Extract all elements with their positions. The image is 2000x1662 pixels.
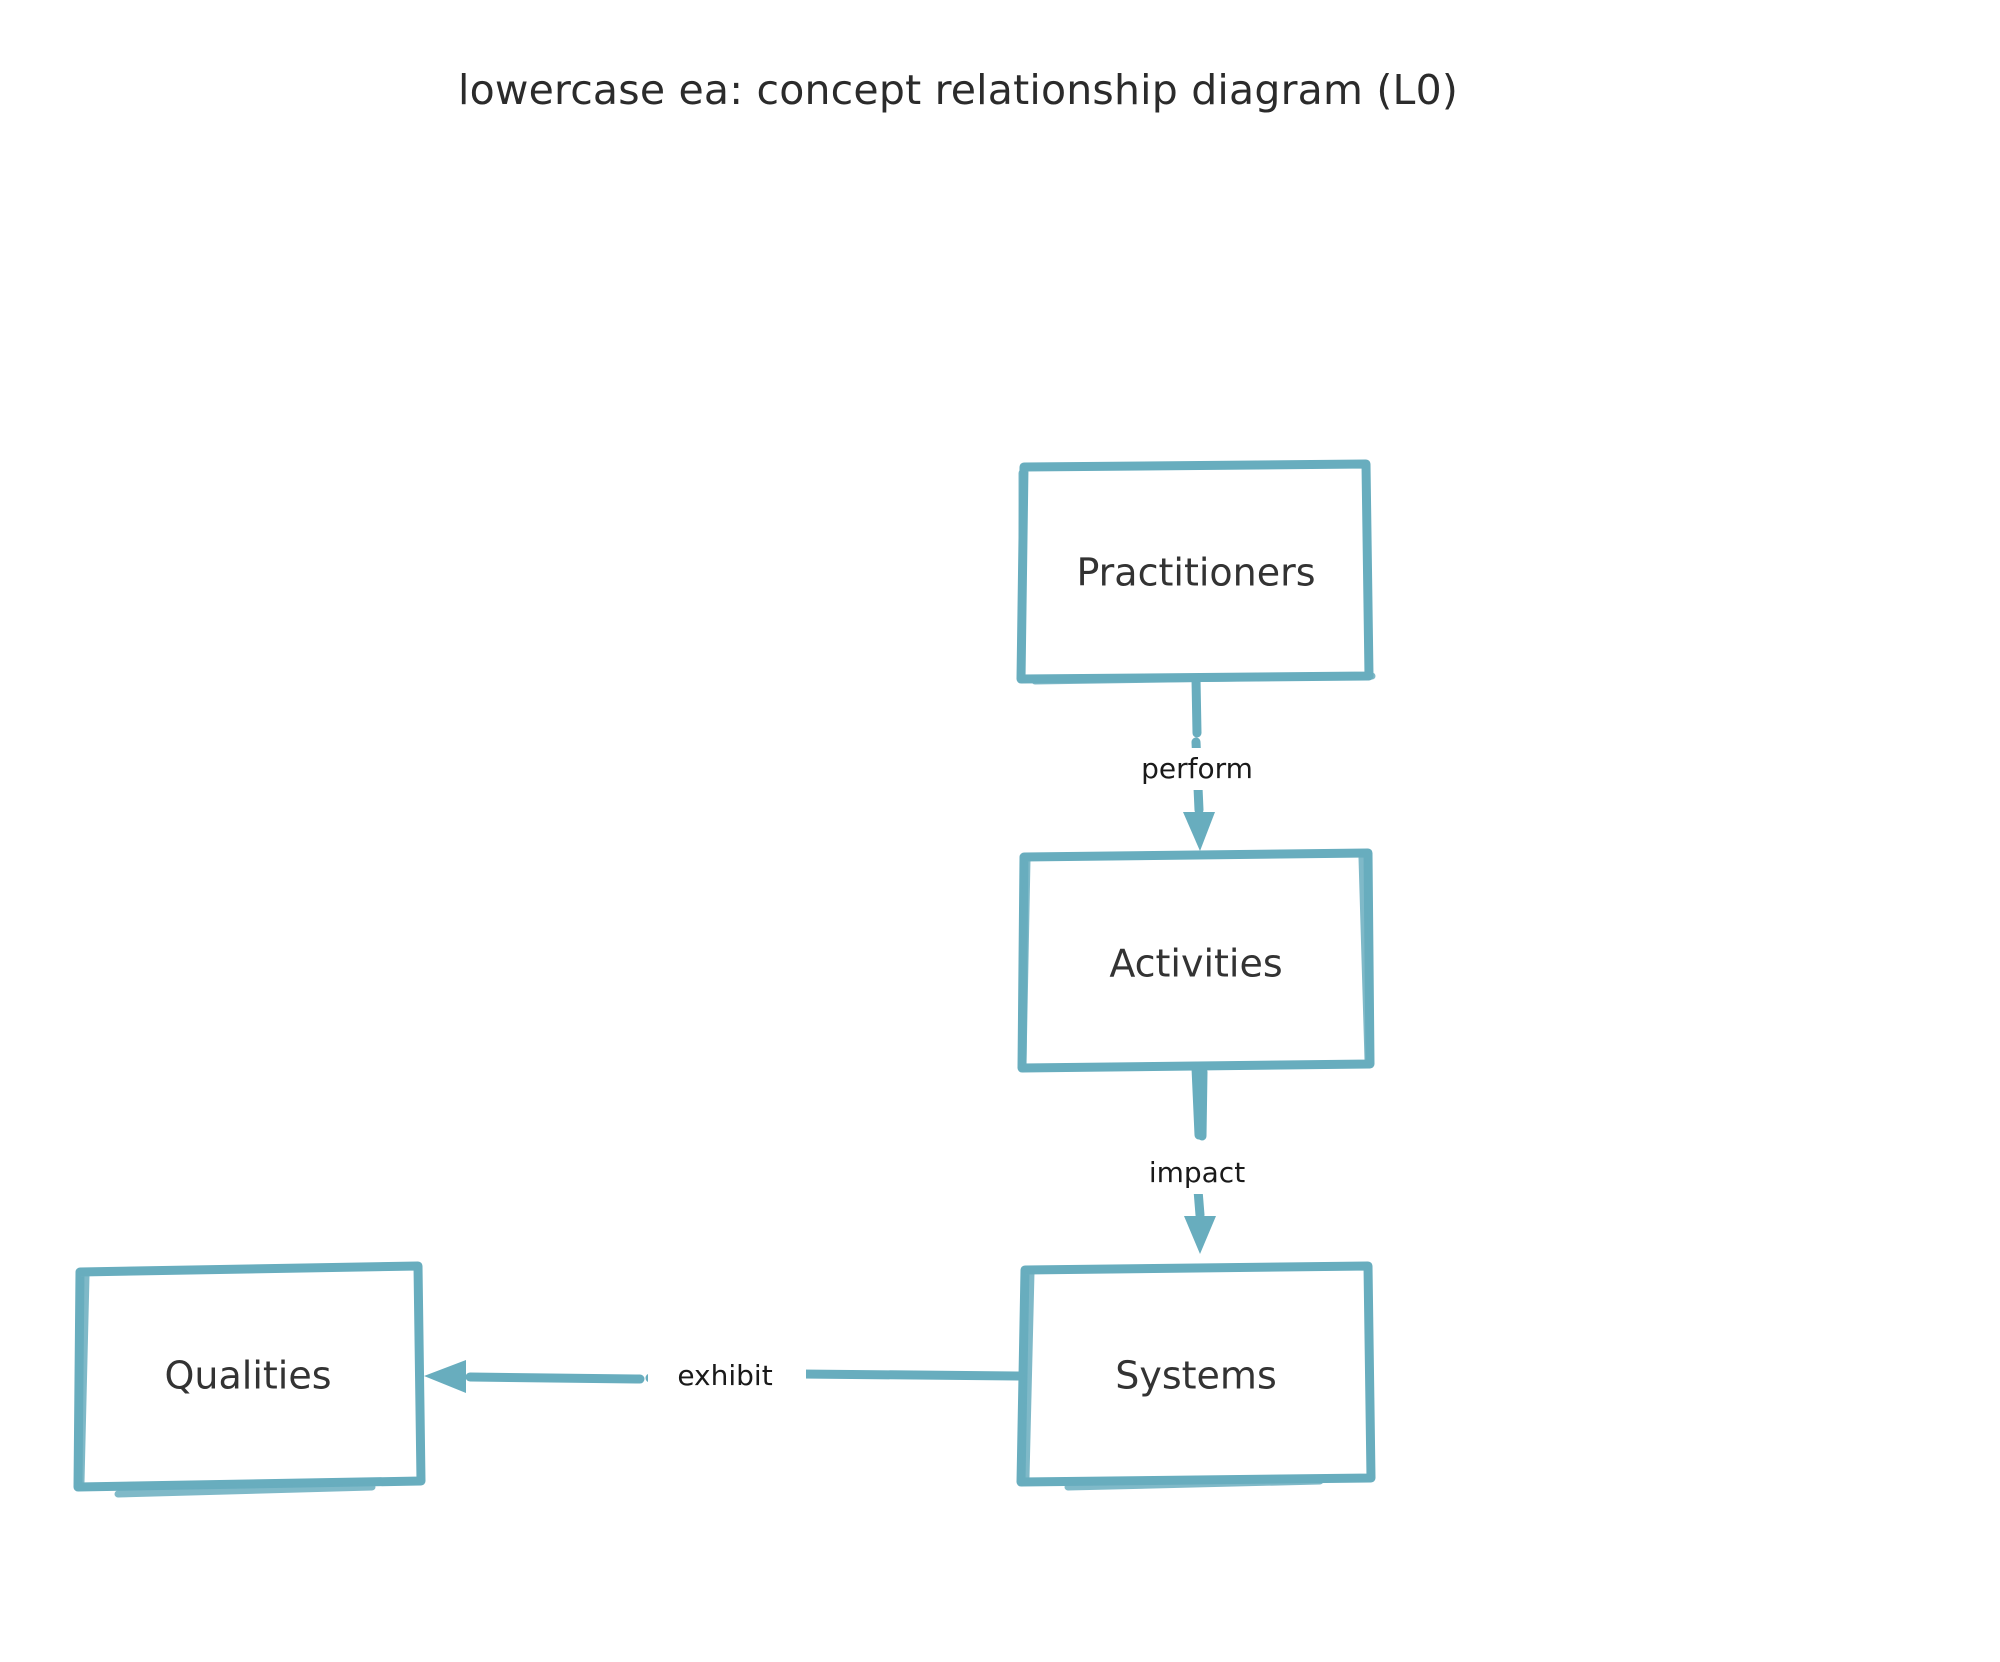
edge-exhibit: exhibit	[424, 1354, 1026, 1398]
edge-perform-line	[1191, 674, 1204, 815]
node-activities[interactable]: Activities	[1017, 848, 1375, 1073]
node-qualities-label: Qualities	[164, 1354, 331, 1398]
node-systems-sketch-overlay	[1022, 1268, 1324, 1491]
edge-impact-line	[1191, 1063, 1208, 1220]
node-systems[interactable]: Systems	[1016, 1261, 1376, 1491]
node-practitioners[interactable]: Practitioners	[1016, 459, 1376, 685]
page-title: lowercase ea: concept relationship diagr…	[458, 66, 1458, 114]
edge-perform-label: perform	[1141, 752, 1253, 785]
node-systems-shape[interactable]	[1016, 1261, 1376, 1487]
edge-exhibit-arrowhead	[424, 1360, 466, 1393]
node-qualities-sketch-overlay	[77, 1272, 376, 1498]
node-practitioners-label: Practitioners	[1076, 551, 1315, 595]
node-practitioners-sketch-overlay	[1018, 469, 1376, 685]
node-systems-label: Systems	[1115, 1354, 1277, 1398]
edge-impact: impact	[1128, 1063, 1268, 1254]
edge-perform-arrowhead	[1183, 812, 1215, 851]
node-qualities-shape[interactable]	[73, 1261, 426, 1492]
edge-exhibit-label: exhibit	[677, 1359, 772, 1392]
edge-impact-label-bg	[1128, 1152, 1268, 1194]
node-activities-sketch-overlay	[1019, 854, 1372, 1066]
edge-perform-label-bg	[1118, 748, 1276, 790]
edge-perform: perform	[1118, 674, 1276, 851]
node-activities-label: Activities	[1109, 942, 1282, 986]
edge-impact-label: impact	[1149, 1156, 1245, 1189]
node-qualities[interactable]: Qualities	[73, 1261, 426, 1498]
edge-impact-arrowhead	[1184, 1216, 1216, 1254]
edge-exhibit-label-bg	[648, 1354, 806, 1398]
